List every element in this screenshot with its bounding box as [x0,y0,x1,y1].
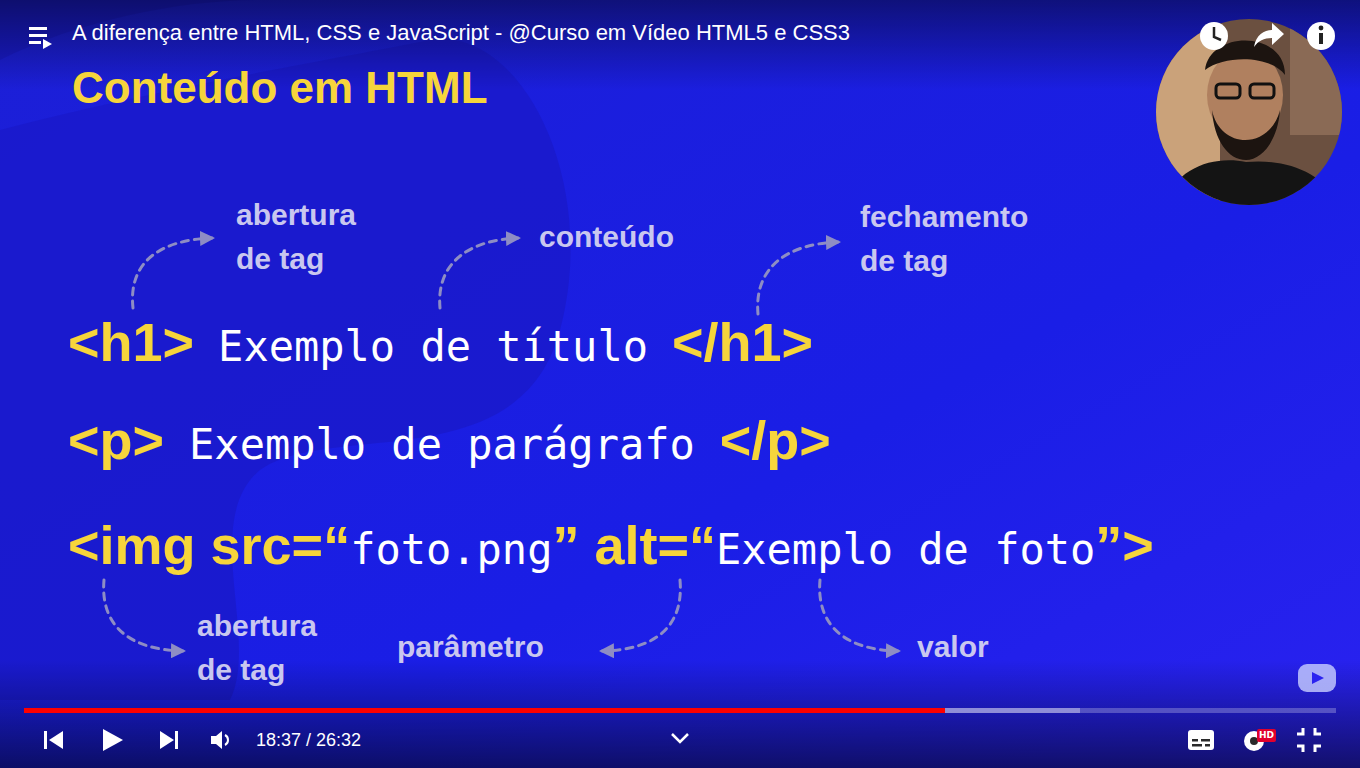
video-title: A diferença entre HTML, CSS e JavaScript… [72,20,850,46]
annotation: abertura de tag [197,604,347,692]
code-line: <h1> Exemplo de título </h1> [68,312,813,377]
code-line: <p> Exemplo de parágrafo </p> [68,410,831,475]
annotation: valor [917,625,1037,669]
code-value: Exemplo de foto [716,520,1095,580]
code-value: foto.png [350,520,552,580]
time-display: 18:37 / 26:32 [256,730,361,751]
annotation: abertura de tag [236,193,386,281]
code-line: <img src=“foto.png” alt=“Exemplo de foto… [68,515,1154,580]
code-content: Exemplo de título [218,317,648,377]
hd-badge: HD [1257,729,1276,742]
code-tag: <h1> [68,312,194,372]
annotation: conteúdo [539,215,739,259]
code-tag: ” alt=“ [552,515,716,575]
slide-title: Conteúdo em HTML [72,63,488,113]
code-tag: <img src=“ [68,515,350,575]
annotation: parâmetro [397,625,597,669]
annotation: fechamento de tag [860,195,1060,283]
code-content: Exemplo de parágrafo [189,415,695,475]
code-tag: <p> [68,410,164,470]
code-tag: ”> [1095,515,1154,575]
code-tag: </h1> [672,312,813,372]
code-tag: </p> [720,410,831,470]
